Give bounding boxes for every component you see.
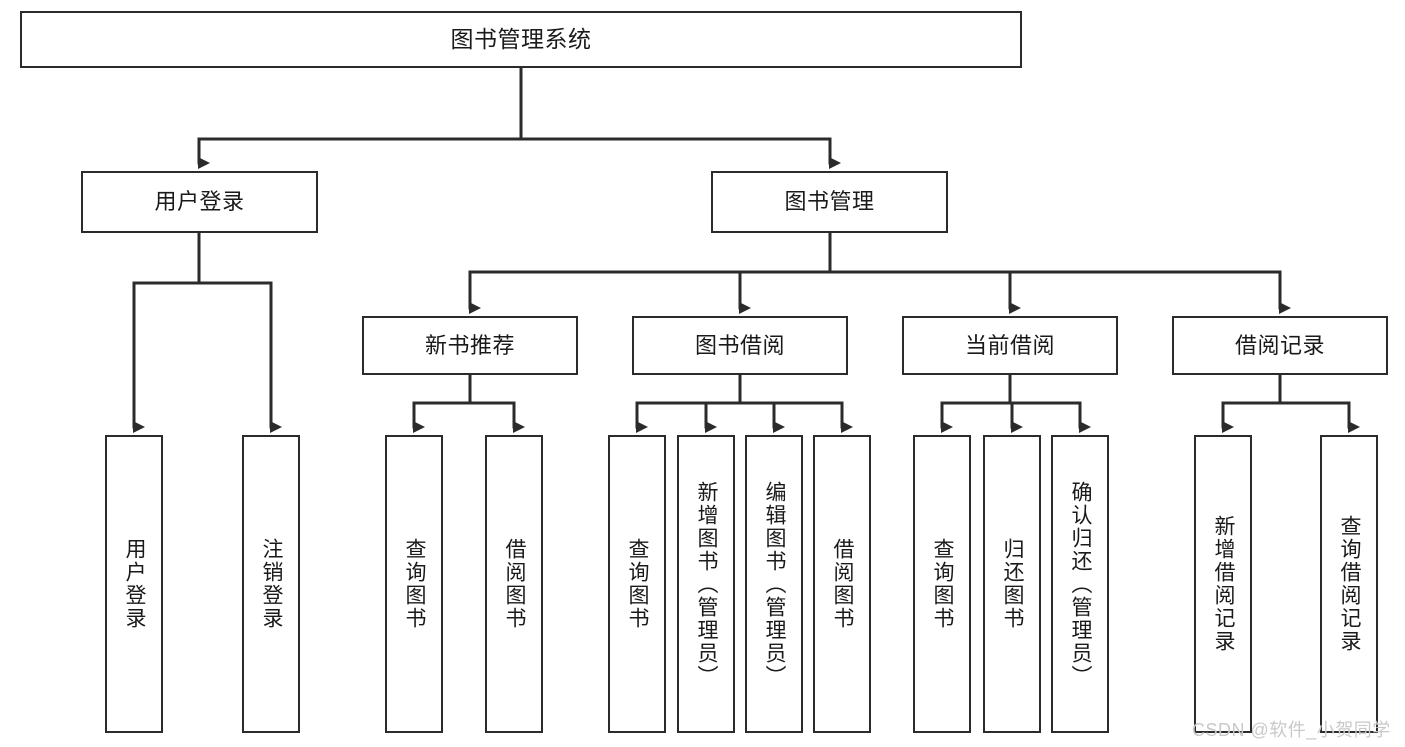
leaf-borrow-add-book-admin-label: 新增图书（管理员） <box>695 480 719 688</box>
leaf-borrow-add-book-admin[interactable]: 新增图书（管理员） <box>677 435 735 733</box>
leaf-user-login-label: 用户登录 <box>123 538 147 630</box>
node-book-management[interactable]: 图书管理 <box>711 171 948 233</box>
node-book-borrow[interactable]: 图书借阅 <box>632 316 848 375</box>
leaf-record-add-record-label: 新增借阅记录 <box>1212 515 1236 653</box>
leaf-newbook-query-book[interactable]: 查询图书 <box>385 435 443 733</box>
node-user-login-label: 用户登录 <box>154 189 245 215</box>
leaf-current-confirm-return-admin[interactable]: 确认归还（管理员） <box>1051 435 1109 733</box>
leaf-borrow-query-book[interactable]: 查询图书 <box>608 435 666 733</box>
leaf-current-return-book-label: 归还图书 <box>1001 538 1025 630</box>
node-current-borrow-label: 当前借阅 <box>964 332 1055 358</box>
node-root-label: 图书管理系统 <box>450 25 592 52</box>
leaf-logout[interactable]: 注销登录 <box>242 435 300 733</box>
csdn-watermark: CSDN @软件_小贺同学 <box>1192 720 1391 740</box>
node-new-book-recommend[interactable]: 新书推荐 <box>362 316 578 375</box>
node-new-book-recommend-label: 新书推荐 <box>424 332 515 358</box>
leaf-borrow-query-book-label: 查询图书 <box>626 538 650 630</box>
leaf-record-query-record[interactable]: 查询借阅记录 <box>1320 435 1378 733</box>
leaf-borrow-borrow-book-label: 借阅图书 <box>831 538 855 630</box>
leaf-current-confirm-return-admin-label: 确认归还（管理员） <box>1069 480 1093 688</box>
leaf-user-login[interactable]: 用户登录 <box>105 435 163 733</box>
node-book-borrow-label: 图书借阅 <box>694 332 785 358</box>
node-borrow-record-label: 借阅记录 <box>1234 332 1325 358</box>
leaf-newbook-borrow-book-label: 借阅图书 <box>503 538 527 630</box>
node-root[interactable]: 图书管理系统 <box>20 11 1022 68</box>
leaf-borrow-edit-book-admin-label: 编辑图书（管理员） <box>763 480 787 688</box>
node-user-login[interactable]: 用户登录 <box>81 171 318 233</box>
leaf-record-query-record-label: 查询借阅记录 <box>1338 515 1362 653</box>
leaf-current-return-book[interactable]: 归还图书 <box>983 435 1041 733</box>
leaf-logout-label: 注销登录 <box>260 538 284 630</box>
leaf-record-add-record[interactable]: 新增借阅记录 <box>1194 435 1252 733</box>
node-borrow-record[interactable]: 借阅记录 <box>1172 316 1388 375</box>
leaf-borrow-edit-book-admin[interactable]: 编辑图书（管理员） <box>745 435 803 733</box>
leaf-newbook-query-book-label: 查询图书 <box>403 538 427 630</box>
node-book-management-label: 图书管理 <box>784 189 875 215</box>
leaf-newbook-borrow-book[interactable]: 借阅图书 <box>485 435 543 733</box>
leaf-borrow-borrow-book[interactable]: 借阅图书 <box>813 435 871 733</box>
node-current-borrow[interactable]: 当前借阅 <box>902 316 1118 375</box>
leaf-current-query-book-label: 查询图书 <box>931 538 955 630</box>
leaf-current-query-book[interactable]: 查询图书 <box>913 435 971 733</box>
